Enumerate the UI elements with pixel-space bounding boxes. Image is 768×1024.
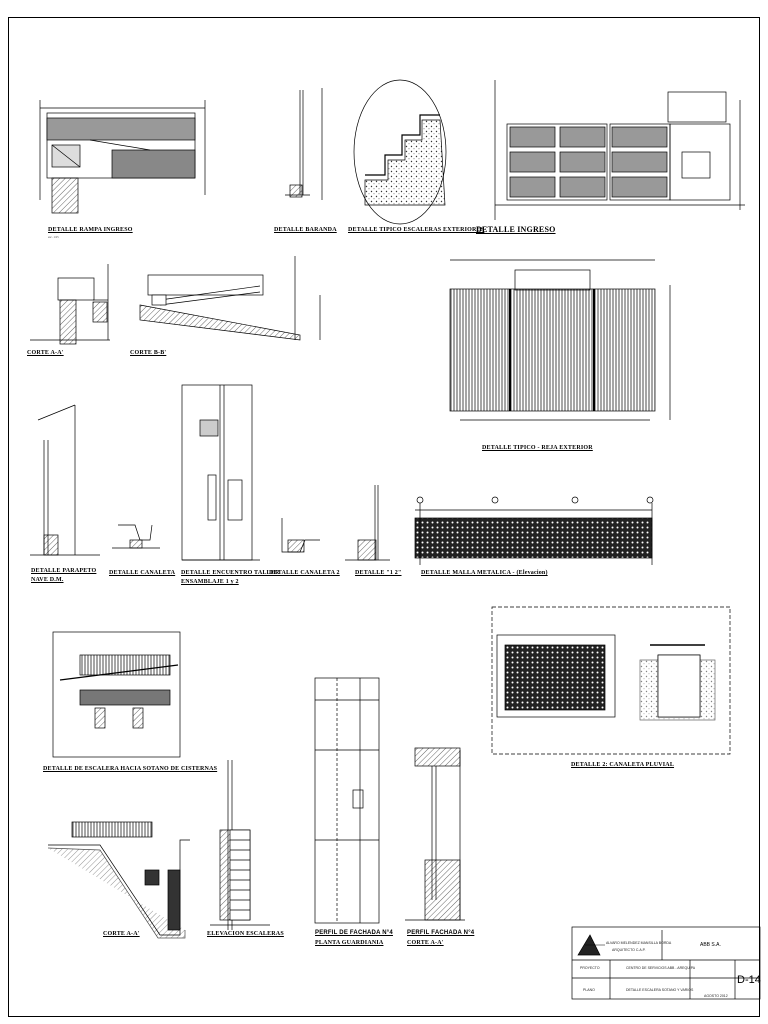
fecha: AGOSTO 2012 [704,994,728,998]
label-corte-aa-top: CORTE A-A' [27,350,64,356]
perfil-fachada-drawing [314,677,380,924]
label-malla-metalica: DETALLE MALLA METALICA - (Elevacion) [421,570,548,576]
proyecto-label: PROYECTO [580,966,600,970]
canaleta-2-drawing [281,518,320,553]
plano-value: DETALLE ESCALERA SOTANO Y VARIOS [626,988,694,992]
label-perfil-fachada-corte: PERFIL FACHADA N°4 [407,930,475,936]
title-block [571,926,761,1000]
label-canaleta-2: DETALLE CANALETA 2 [269,570,340,576]
label-escaleras-exteriores: DETALLE TIPICO ESCALERAS EXTERIORES [348,227,485,233]
sheet-number: D-14 [737,974,761,986]
architect-name: ALVARO MELENDEZ MANSILLA BORDA [606,941,672,945]
plano-label: PLANO [583,988,595,992]
label-elevacion-escaleras: ELEVACION ESCALERAS [207,931,284,937]
corte-aa-bottom-drawing [47,821,190,939]
label-nave: NAVE D.M. [31,577,64,583]
escaleras-exteriores-drawing [353,79,447,225]
label-rampa-ingreso: DETALLE RAMPA INGRESO [48,227,133,233]
label-canaleta-pluvial: DETALLE 2: CANALETA PLUVIAL [571,762,675,768]
label-encuentro-taller: DETALLE ENCUENTRO TALLER [181,570,280,576]
label-detalle-12: DETALLE "1 2" [355,570,402,576]
label-ensamblaje: ENSAMBLAJE 1 y 2 [181,579,239,585]
label-planta-guardiania: PLANTA GUARDIANIA [315,940,384,946]
label-parapeto: DETALLE PARAPETO [31,568,97,574]
perfil-fachada-corte-drawing [405,747,465,921]
label-canaleta: DETALLE CANALETA [109,570,176,576]
label-ingreso: DETALLE INGRESO [476,225,556,234]
scale-note: esc. 1/25 [48,235,59,239]
elevacion-escaleras-drawing [210,760,270,930]
corte-aa-top-drawing [30,264,110,345]
label-escalera-sotano: DETALLE DE ESCALERA HACIA SOTANO DE CIST… [43,766,218,772]
parapeto-drawing [30,404,100,556]
encuentro-taller-drawing [181,384,260,561]
escalera-sotano-drawing [52,631,181,758]
label-corte-aa-bottom: CORTE A-A' [103,931,140,937]
malla-metalica-drawing [414,496,654,565]
label-corte-bb: CORTE B-B' [130,350,167,356]
label-perfil-fachada: PERFIL DE FACHADA N°4 [315,930,393,936]
drawing-sheet [8,17,760,1017]
ingreso-drawing [494,80,745,220]
label-corte-aa-fachada: CORTE A-A' [407,940,444,946]
detalle-12-drawing [345,485,390,561]
rampa-ingreso-drawing [39,100,206,214]
architect-title: ARQUITECTO C.A.P. [612,948,646,952]
canaleta-drawing [112,524,160,549]
client-name: ABB S.A. [700,942,721,948]
baranda-drawing [285,88,323,200]
label-baranda: DETALLE BARANDA [274,227,337,233]
canaleta-pluvial-drawing [491,606,731,755]
reja-exterior-drawing [449,259,671,421]
corte-bb-drawing [139,256,321,341]
proyecto-value: CENTRO DE SERVICIOS ABB - AREQUIPA [626,966,696,970]
label-reja-exterior: DETALLE TIPICO - REJA EXTERIOR [482,445,593,451]
